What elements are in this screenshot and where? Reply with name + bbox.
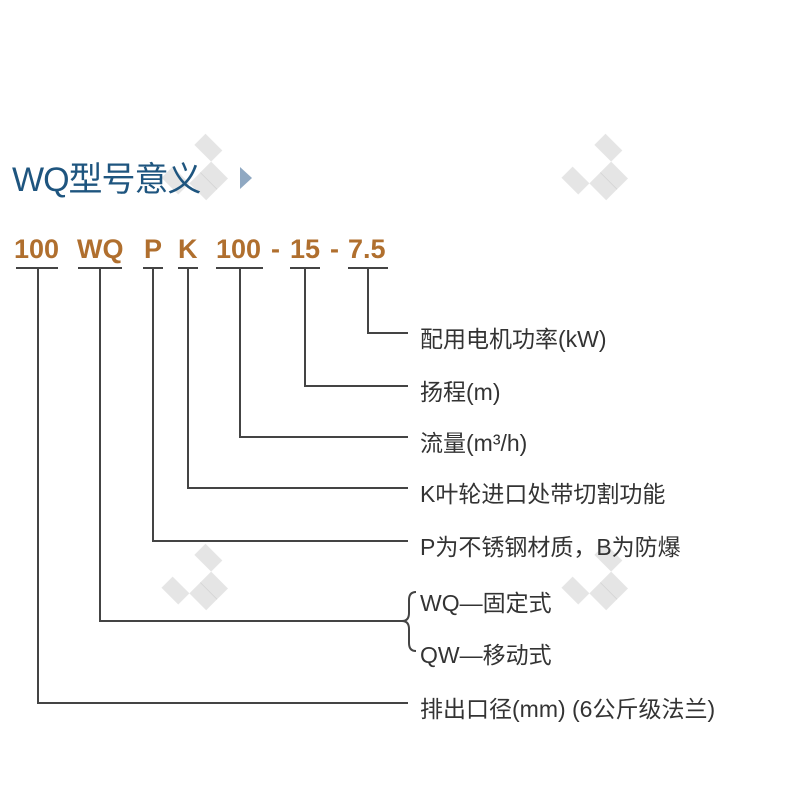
desc-type-mobile: QW—移动式: [420, 642, 552, 668]
chevron-right-icon: [240, 167, 252, 189]
code-cutter: K: [178, 234, 198, 264]
desc-flow: 流量(m³/h): [420, 430, 528, 456]
code-power: 7.5: [348, 234, 386, 264]
desc-power: 配用电机功率(kW): [420, 326, 607, 352]
desc-type-fixed: WQ—固定式: [420, 590, 552, 616]
code-dash: -: [271, 234, 280, 264]
desc-material: P为不锈钢材质，B为防爆: [420, 534, 681, 560]
page-title: WQ型号意义: [12, 161, 202, 199]
code-material: P: [144, 234, 163, 264]
code-type: WQ: [77, 234, 124, 264]
desc-head: 扬程(m): [420, 379, 501, 405]
desc-diameter: 排出口径(mm) (6公斤级法兰): [420, 696, 716, 722]
code-flow: 100: [216, 234, 262, 264]
code-head: 15: [290, 234, 321, 264]
desc-cutter: K叶轮进口处带切割功能: [420, 481, 666, 507]
code-dash: -: [330, 234, 339, 264]
code-diameter: 100: [14, 234, 60, 264]
